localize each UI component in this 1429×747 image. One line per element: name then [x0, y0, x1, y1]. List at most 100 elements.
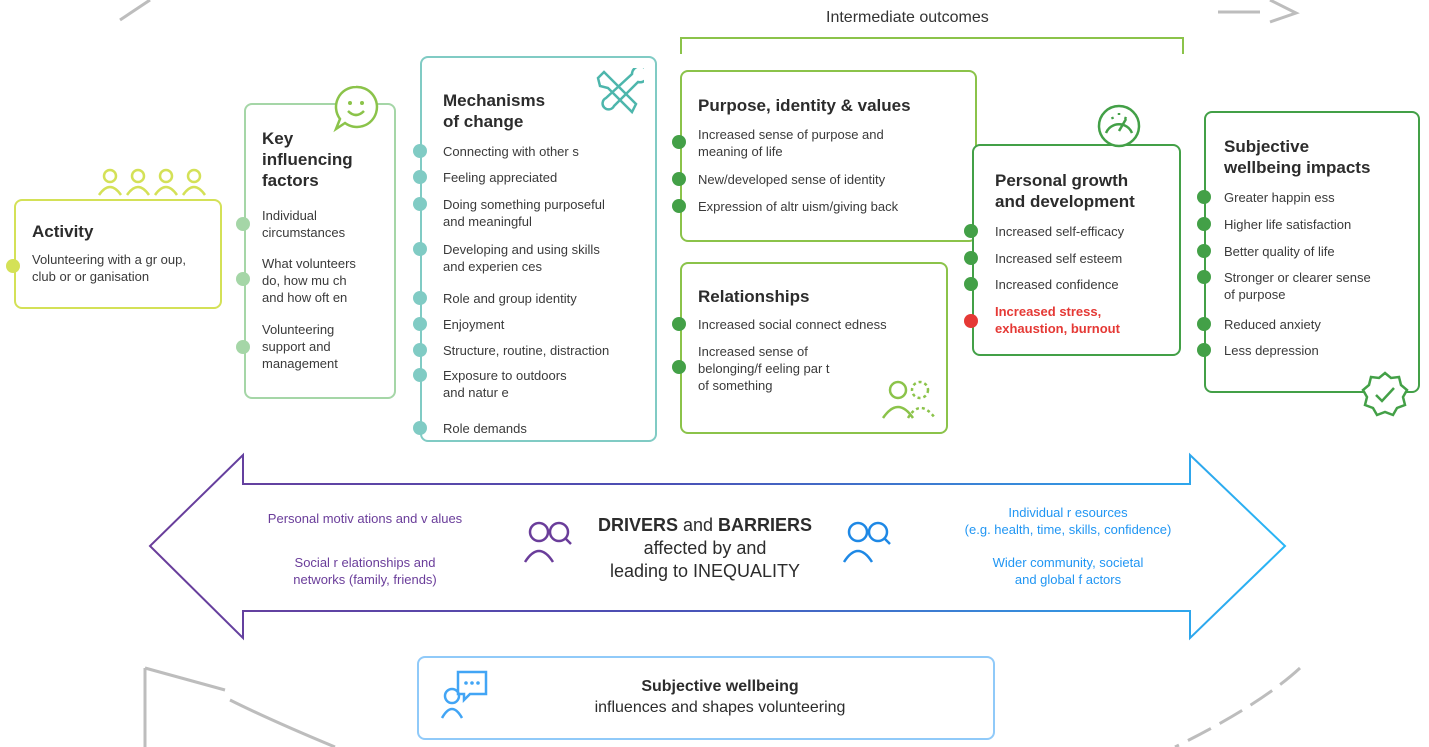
gauge-icon — [1097, 104, 1141, 148]
mechanisms-item-7-dot — [413, 343, 427, 357]
wellbeing-item-6-dot — [1197, 343, 1211, 357]
drivers-double-arrow — [148, 452, 1287, 641]
cycle-arrowhead-bottom-left — [143, 666, 226, 747]
award-check-icon — [1361, 371, 1409, 417]
mechanisms-item-9: Role demands — [443, 421, 527, 436]
intermediate-outcomes-label: Intermediate outcomes — [826, 9, 989, 26]
wellbeing-box — [1204, 111, 1420, 393]
mechanisms-item-9-dot — [413, 421, 427, 435]
mechanisms-item-3-dot — [413, 197, 427, 211]
tools-icon — [596, 68, 644, 115]
person-search-icon-right — [842, 521, 891, 563]
feedback-box — [417, 656, 995, 740]
growth-dot-2 — [964, 251, 978, 265]
growth-item-3: Increased confidence — [995, 277, 1119, 292]
purpose-title: Purpose, identity & values — [698, 96, 911, 115]
growth-dot-1 — [964, 224, 978, 238]
purpose-dot-3 — [672, 199, 686, 213]
person-search-icon-left — [523, 521, 572, 563]
purpose-item-2: New/developed sense of identity — [698, 172, 886, 187]
mechanisms-item-1: Connecting with other s — [443, 144, 579, 159]
drivers-center-line2: affected by and — [643, 538, 767, 558]
drivers-center-line3: leading to INEQUALITY — [609, 561, 801, 581]
wellbeing-item-1-dot — [1197, 190, 1211, 204]
activity-box — [14, 199, 222, 309]
mechanisms-item-2: Feeling appreciated — [443, 170, 558, 185]
and-word: and — [677, 515, 719, 535]
relationships-box — [680, 262, 948, 434]
cycle-arc-bottom-right — [1174, 666, 1302, 747]
drivers-word: DRIVERS — [597, 515, 678, 535]
mechanisms-item-7: Structure, routine, distraction — [443, 343, 610, 358]
growth-item-1: Increased self-efficacy — [995, 224, 1125, 239]
mechanisms-item-5: Role and group identity — [443, 291, 577, 306]
wellbeing-item-3-dot — [1197, 244, 1211, 258]
mechanisms-item-8-dot — [413, 368, 427, 382]
feedback-subtitle: influences and shapes volunteering — [594, 699, 846, 716]
growth-box — [972, 144, 1181, 356]
activity-text: Volunteering with a gr oup,club or or ga… — [32, 252, 186, 284]
person-speech-icon — [440, 670, 488, 719]
relationships-title: Relationships — [698, 287, 810, 306]
growth-dot-negative — [964, 314, 978, 328]
two-people-icon — [881, 380, 936, 419]
influencing-box — [244, 103, 396, 399]
activity-title: Activity — [32, 222, 94, 241]
smiley-chat-icon — [333, 85, 379, 133]
cycle-arrowhead-top-right — [1269, 0, 1300, 24]
growth-negative-item: Increased stress,exhaustion, burnout — [995, 304, 1120, 336]
wellbeing-item-2-dot — [1197, 217, 1211, 231]
influencing-dot-3 — [236, 340, 250, 354]
wellbeing-item-2: Higher life satisfaction — [1224, 217, 1352, 232]
wellbeing-item-5: Reduced anxiety — [1224, 317, 1321, 332]
mechanisms-item-1-dot — [413, 144, 427, 158]
influencing-dot-1 — [236, 217, 250, 231]
relationships-dot-2 — [672, 360, 686, 374]
cycle-arc-bottom-left — [229, 698, 336, 747]
mechanisms-box — [420, 56, 657, 442]
feedback-text: Subjective wellbeing influences and shap… — [520, 676, 920, 718]
barriers-word: BARRIERS — [718, 515, 813, 535]
wellbeing-item-6: Less depression — [1224, 343, 1319, 358]
mechanisms-item-6: Enjoyment — [443, 317, 505, 332]
people-group-icon — [97, 168, 207, 196]
wellbeing-item-4-dot — [1197, 270, 1211, 284]
relationships-dot-1 — [672, 317, 686, 331]
outcomes-bracket — [680, 37, 1184, 54]
growth-dot-3 — [964, 277, 978, 291]
purpose-dot-1 — [672, 135, 686, 149]
mechanisms-item-4-dot — [413, 242, 427, 256]
drivers-center-text: DRIVERS and BARRIERS affected by and lea… — [575, 514, 835, 583]
influencing-dot-2 — [236, 272, 250, 286]
growth-item-2: Increased self esteem — [995, 251, 1123, 266]
activity-dot — [6, 259, 20, 273]
wellbeing-item-1: Greater happin ess — [1224, 190, 1335, 205]
purpose-item-3: Expression of altr uism/giving back — [698, 199, 899, 214]
relationships-item-1: Increased social connect edness — [698, 317, 887, 332]
wellbeing-item-5-dot — [1197, 317, 1211, 331]
feedback-title: Subjective wellbeing — [641, 678, 799, 695]
drivers-right-item-1: Individual r esources(e.g. health, time,… — [964, 505, 1172, 537]
mechanisms-item-5-dot — [413, 291, 427, 305]
purpose-dot-2 — [672, 172, 686, 186]
cycle-arc-top-left — [119, 0, 151, 22]
drivers-left-item-1: Personal motiv ations and v alues — [267, 511, 463, 526]
wellbeing-item-3: Better quality of life — [1224, 244, 1335, 259]
mechanisms-item-2-dot — [413, 170, 427, 184]
purpose-box — [680, 70, 977, 242]
